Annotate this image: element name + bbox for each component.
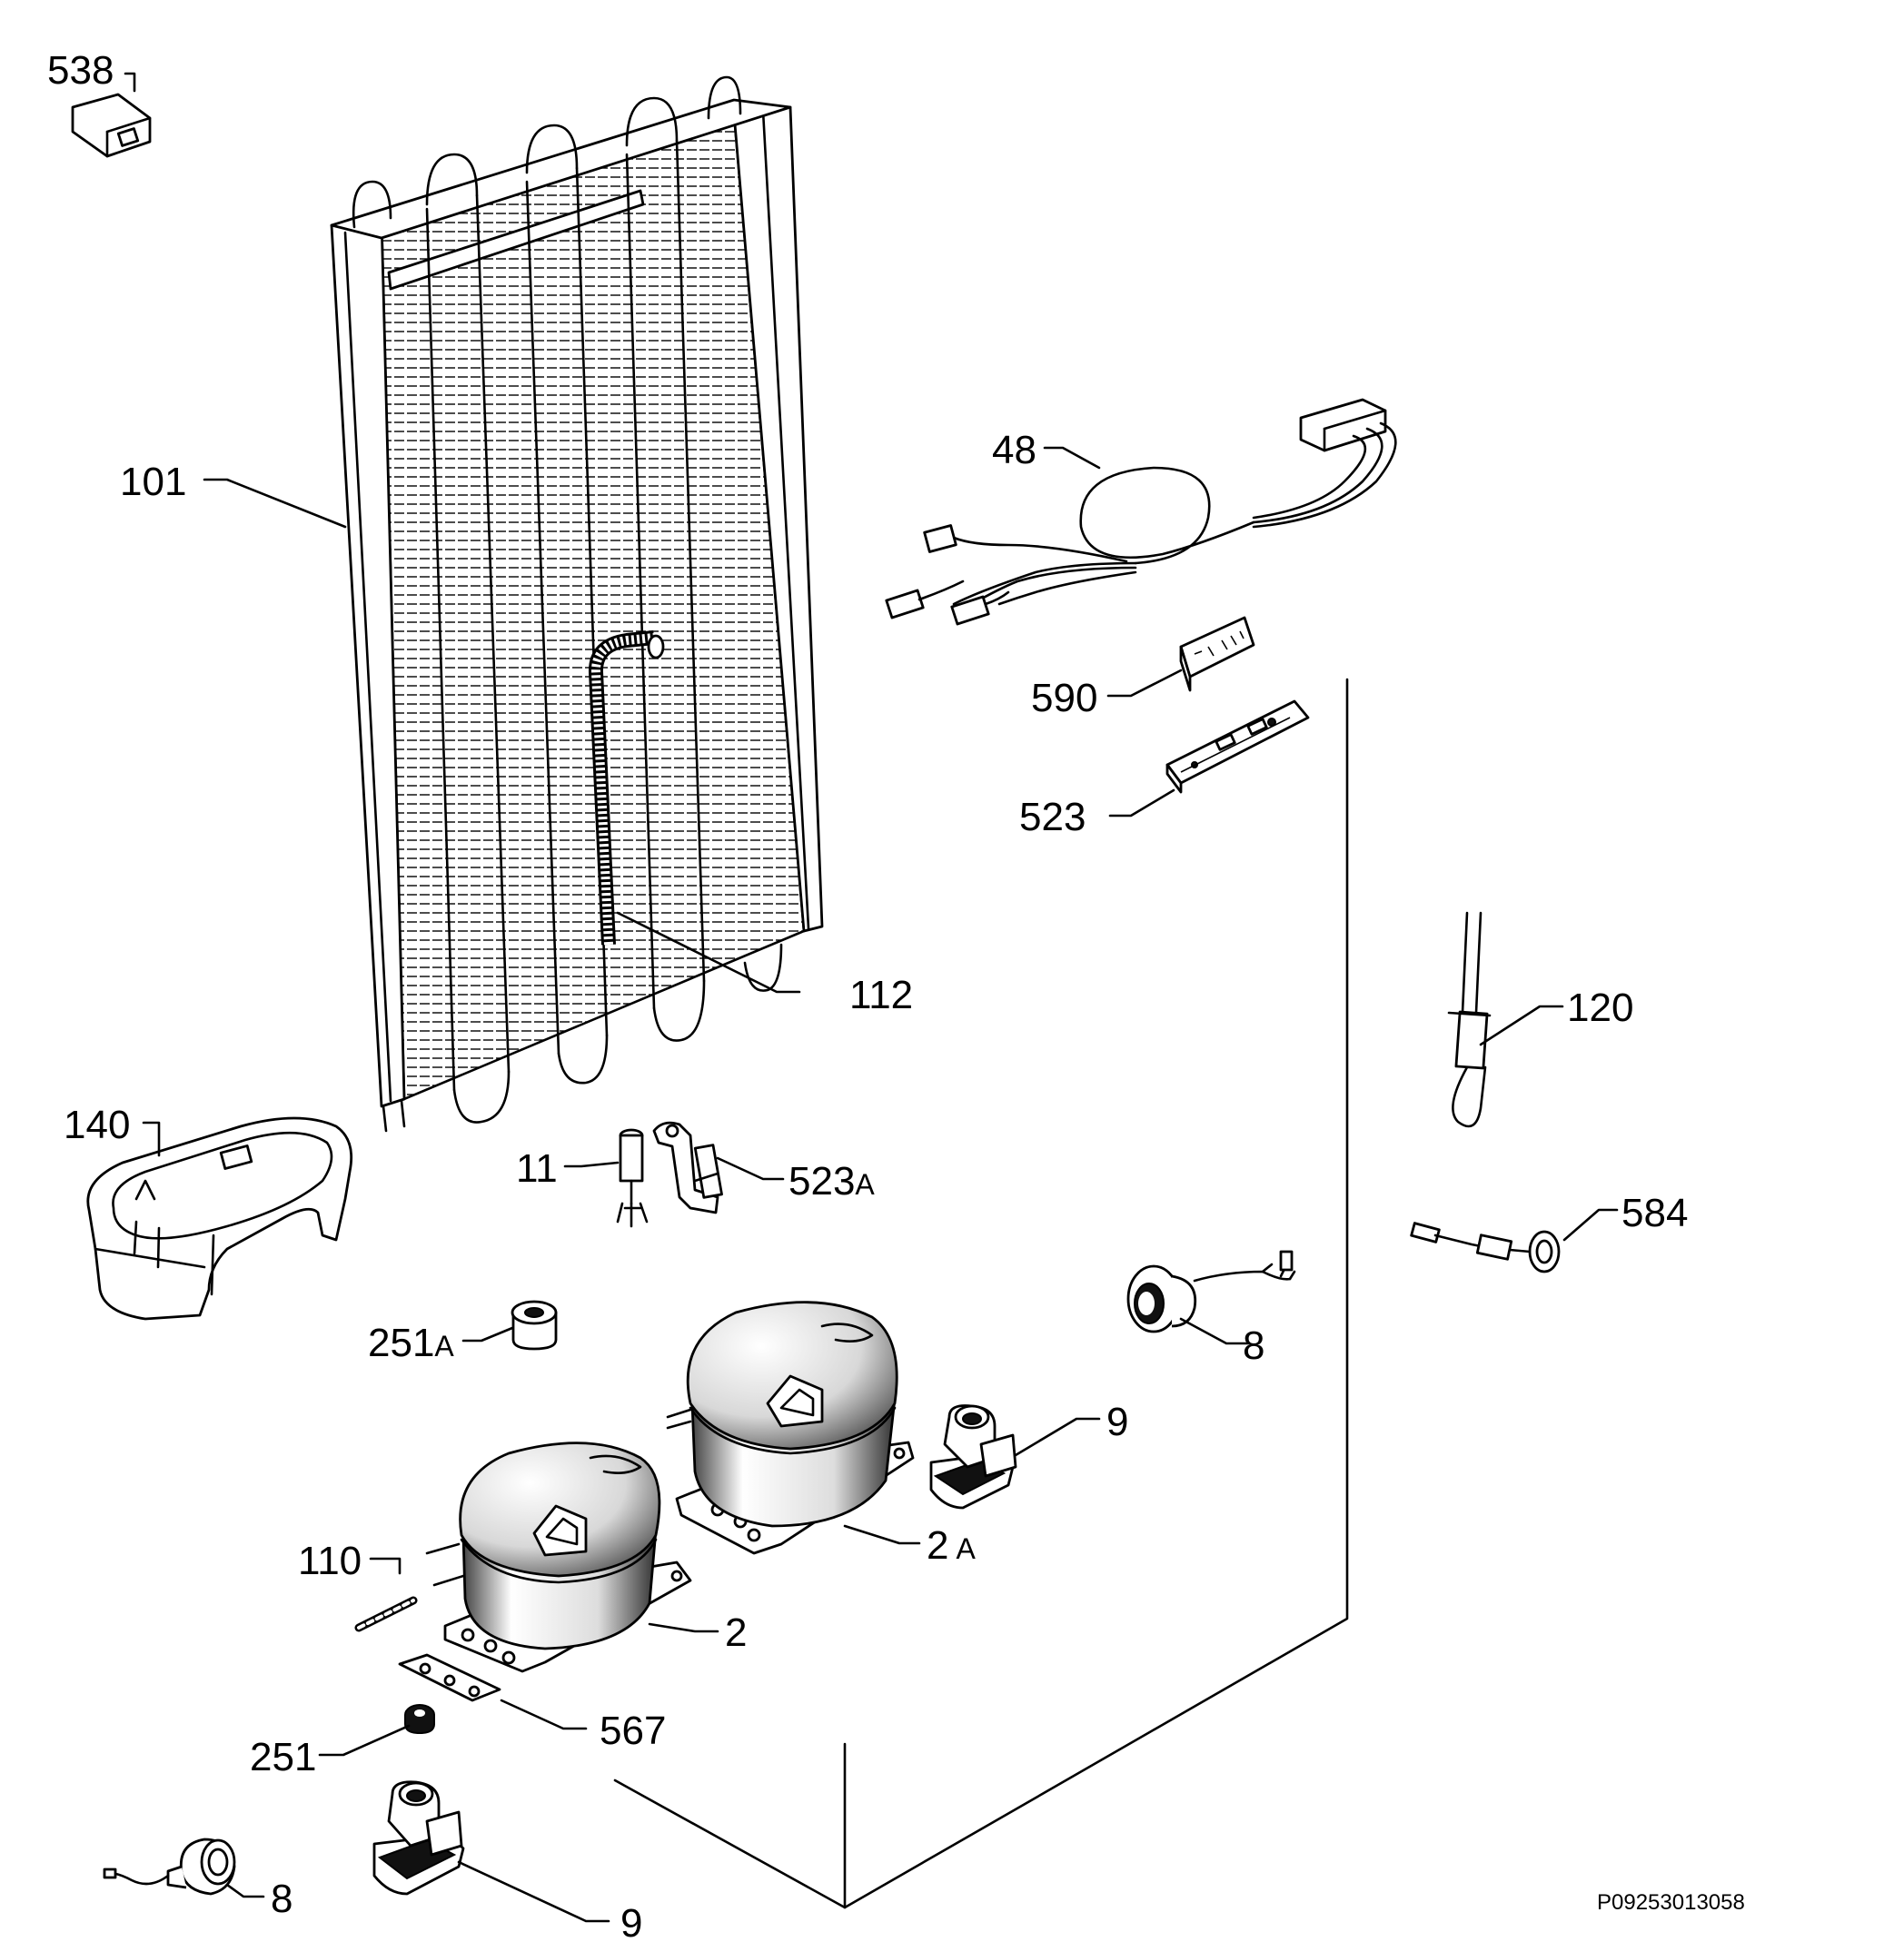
connector-part-538 — [71, 93, 152, 158]
label-8-lower: 8 — [271, 1877, 293, 1921]
leader-lines — [124, 72, 1619, 1923]
label-140: 140 — [64, 1103, 130, 1147]
label-2: 2 — [725, 1610, 747, 1655]
label-8-upper: 8 — [1243, 1323, 1264, 1368]
relay-cover-part-9-upper — [929, 1404, 1017, 1510]
label-110: 110 — [298, 1539, 362, 1583]
control-board-part-523 — [1165, 699, 1310, 794]
drier-tube-part-112 — [589, 630, 665, 946]
label-523: 523 — [1019, 795, 1086, 839]
label-48: 48 — [992, 428, 1036, 472]
start-relay-part-8-upper — [1126, 1250, 1296, 1333]
cabinet-outline — [613, 678, 1349, 1909]
label-9-upper: 9 — [1106, 1400, 1128, 1444]
circuit-board-part-590 — [1179, 616, 1255, 692]
label-101: 101 — [120, 460, 186, 504]
label-567: 567 — [600, 1709, 666, 1753]
wire-harness-part-48 — [885, 398, 1397, 626]
condenser-part-101 — [330, 75, 824, 1133]
drain-tray-part-140 — [86, 1116, 353, 1321]
sensor-part-120 — [1447, 911, 1492, 1128]
label-9-lower: 9 — [620, 1901, 642, 1942]
nut-part-251 — [404, 1704, 435, 1735]
label-584: 584 — [1621, 1191, 1688, 1235]
temperature-probe-part-584 — [1410, 1222, 1561, 1273]
mounting-plate-part-567 — [398, 1653, 501, 1702]
label-538: 538 — [47, 48, 114, 93]
label-251A: 251A — [368, 1321, 454, 1365]
label-523A: 523A — [788, 1159, 875, 1204]
sleeve-part-251A — [511, 1300, 558, 1351]
label-112: 112 — [849, 973, 913, 1017]
relay-cover-part-9-lower — [372, 1780, 465, 1896]
drawing-code: P09253013058 — [1597, 1890, 1745, 1915]
compressor-part-2A — [666, 1301, 915, 1555]
start-relay-part-8-lower — [103, 1838, 236, 1896]
part-labels: 538 101 48 590 523 112 120 140 11 523A 5… — [47, 48, 1688, 1942]
label-11: 11 — [516, 1146, 558, 1191]
bracket-part-523A — [652, 1121, 723, 1214]
tube-part-110 — [354, 1596, 418, 1632]
label-120: 120 — [1567, 986, 1633, 1030]
compressor-part-2 — [425, 1442, 692, 1673]
valve-part-11 — [616, 1128, 649, 1228]
label-251: 251 — [250, 1735, 316, 1779]
label-590: 590 — [1031, 676, 1097, 720]
